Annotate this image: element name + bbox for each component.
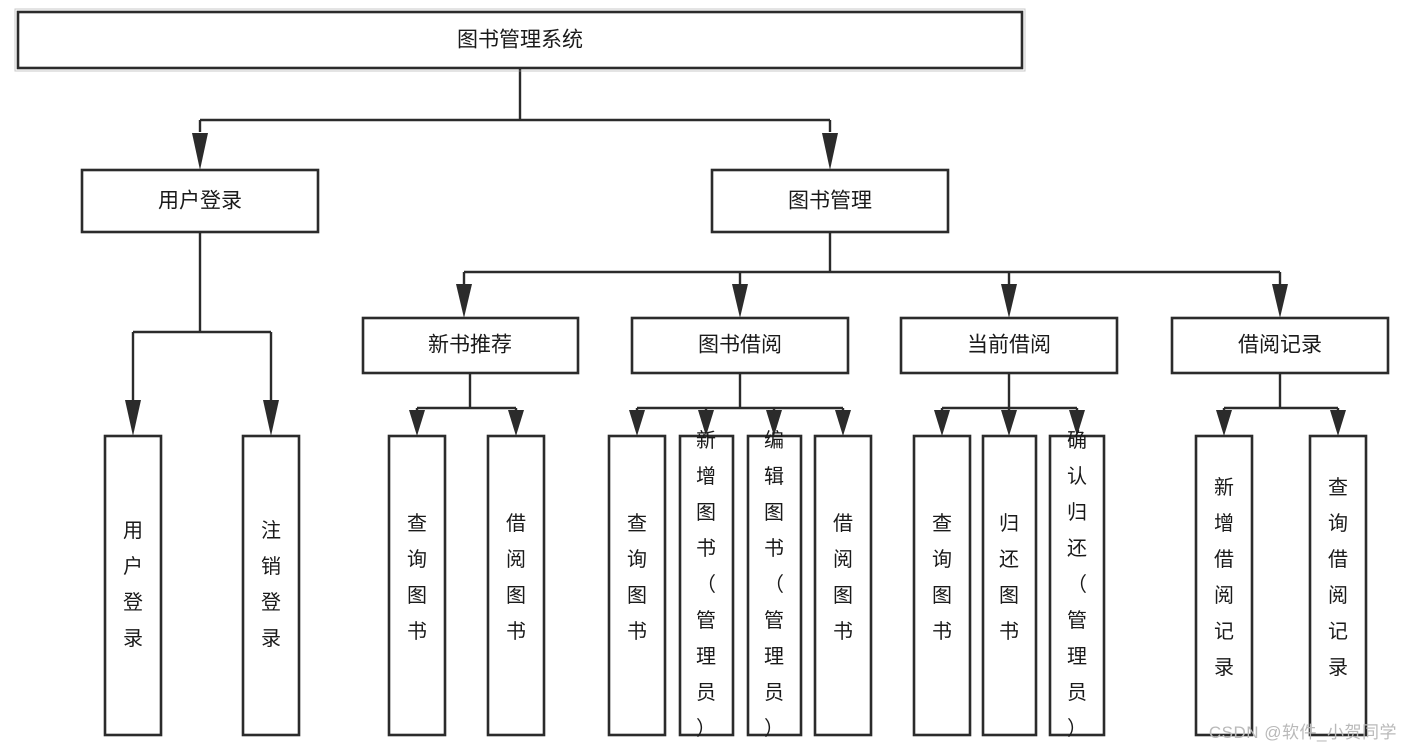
leaf-node-recommend-2-label: 借阅图书: [506, 512, 526, 643]
arrow-head-leaf-user-login-2: [263, 400, 279, 436]
arrow-head-book-borrow: [732, 284, 748, 318]
arrow-head-leaf-borrow-2: [698, 410, 714, 436]
leaf-node-record-2-box: [1308, 434, 1368, 737]
node-book-manage[interactable]: 图书管理: [710, 168, 950, 234]
leaf-node-borrow-1-label: 查询图书: [627, 512, 647, 643]
leaf-node-current-2-label: 归还图书: [999, 512, 1019, 643]
leaf-node-user-login-1-box: [103, 434, 163, 737]
leaf-node-record-2-label: 查询借阅记录: [1328, 476, 1348, 679]
arrow-head-leaf-record-2: [1330, 410, 1346, 436]
arrow-head-leaf-borrow-3: [766, 410, 782, 436]
arrow-head-borrow-record: [1272, 284, 1288, 318]
node-current-borrow-label: 当前借阅: [967, 334, 1051, 357]
leaf-node-record-1[interactable]: 新增借阅记录: [1194, 434, 1254, 737]
csdn-watermark: CSDN @软件_小贺同学: [1208, 723, 1397, 742]
node-new-book-recommend-box: [361, 316, 580, 375]
node-book-borrow-box: [630, 316, 850, 375]
leaf-node-borrow-3[interactable]: 编辑图书（管理员）: [746, 429, 803, 740]
leaf-node-record-1-box: [1194, 434, 1254, 737]
leaf-node-current-1[interactable]: 查询图书: [912, 434, 972, 737]
leaf-node-current-3[interactable]: 确认归还（管理员）: [1048, 429, 1106, 740]
leaf-node-current-1-box: [912, 434, 972, 737]
arrow-head-leaf-borrow-1: [629, 410, 645, 436]
leaf-node-borrow-1[interactable]: 查询图书: [607, 434, 667, 737]
leaf-node-current-1-label: 查询图书: [932, 512, 952, 643]
leaf-node-record-2[interactable]: 查询借阅记录: [1308, 434, 1368, 737]
leaf-node-borrow-2-label: 新增图书（管理员）: [696, 429, 716, 740]
arrow-head-leaf-current-1: [934, 410, 950, 436]
node-user-login[interactable]: 用户登录: [80, 168, 320, 234]
arrow-head-book-manage: [822, 133, 838, 170]
leaf-node-recommend-1[interactable]: 查询图书: [387, 434, 447, 737]
leaf-node-recommend-1-label: 查询图书: [407, 512, 427, 643]
node-book-manage-box: [710, 168, 950, 234]
leaf-node-borrow-4-label: 借阅图书: [833, 512, 853, 643]
node-new-book-recommend[interactable]: 新书推荐: [361, 316, 580, 375]
leaf-node-user-login-2[interactable]: 注销登录: [241, 434, 301, 737]
node-root-box: [16, 10, 1024, 70]
node-user-login-box: [80, 168, 320, 234]
leaf-node-current-3-box: [1048, 434, 1106, 737]
arrow-head-current-borrow: [1001, 284, 1017, 318]
arrow-head-leaf-record-1: [1216, 410, 1232, 436]
node-borrow-record-box: [1170, 316, 1390, 375]
leaf-node-user-login-2-box: [241, 434, 301, 737]
leaf-node-borrow-3-box: [746, 434, 803, 737]
leaf-node-borrow-4-box: [813, 434, 873, 737]
node-root[interactable]: 图书管理系统: [14, 8, 1026, 72]
leaf-node-borrow-2-box: [678, 434, 735, 737]
leaf-node-user-login-1-label: 用户登录: [123, 520, 143, 650]
arrow-head-leaf-user-login-1: [125, 400, 141, 436]
node-book-borrow-label: 图书借阅: [698, 334, 782, 357]
arrow-head-leaf-current-3: [1069, 410, 1085, 436]
leaf-node-recommend-1-box: [387, 434, 447, 737]
arrow-head-new-book-recommend: [456, 284, 472, 318]
arrow-head-user-login: [192, 133, 208, 170]
leaf-node-current-2[interactable]: 归还图书: [981, 434, 1038, 737]
node-root-label: 图书管理系统: [457, 29, 583, 52]
leaf-node-user-login-2-label: 注销登录: [261, 519, 281, 650]
leaf-node-borrow-3-label: 编辑图书（管理员）: [764, 429, 784, 740]
node-borrow-record[interactable]: 借阅记录: [1170, 316, 1390, 375]
node-new-book-recommend-label: 新书推荐: [428, 334, 512, 357]
arrow-head-leaf-recommend-2: [508, 410, 524, 436]
leaf-node-user-login-1[interactable]: 用户登录: [103, 434, 163, 737]
connector-layer: [125, 68, 1346, 436]
node-current-borrow-box: [899, 316, 1119, 375]
node-borrow-record-label: 借阅记录: [1238, 334, 1322, 357]
node-root-shadow: [14, 8, 1026, 72]
arrow-head-leaf-recommend-1: [409, 410, 425, 436]
node-current-borrow[interactable]: 当前借阅: [899, 316, 1119, 375]
arrow-head-leaf-borrow-4: [835, 410, 851, 436]
leaf-node-recommend-2-box: [486, 434, 546, 737]
leaf-node-current-3-label: 确认归还（管理员）: [1067, 429, 1087, 740]
leaf-node-borrow-4[interactable]: 借阅图书: [813, 434, 873, 737]
leaf-node-recommend-2[interactable]: 借阅图书: [486, 434, 546, 737]
leaf-node-current-2-box: [981, 434, 1038, 737]
node-user-login-label: 用户登录: [158, 190, 242, 213]
leaf-node-borrow-1-box: [607, 434, 667, 737]
leaf-node-record-1-label: 新增借阅记录: [1214, 476, 1234, 679]
node-book-manage-label: 图书管理: [788, 190, 872, 213]
node-book-borrow[interactable]: 图书借阅: [630, 316, 850, 375]
arrow-head-leaf-current-2: [1001, 410, 1017, 436]
leaf-node-borrow-2[interactable]: 新增图书（管理员）: [678, 429, 735, 740]
